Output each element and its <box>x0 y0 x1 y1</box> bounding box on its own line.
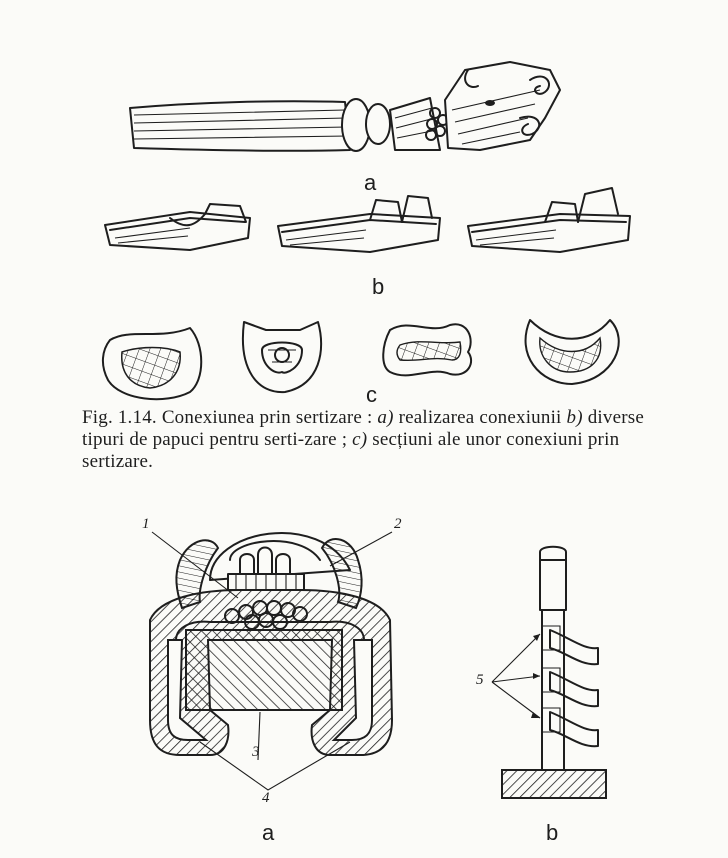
lug-type-3 <box>467 187 631 253</box>
figure-a-label: a <box>364 170 377 195</box>
figure-c-label: c <box>366 382 377 407</box>
caption-item-a-letter: a) <box>377 407 394 428</box>
caption-item-b-letter: b) <box>566 407 583 428</box>
section-3 <box>382 323 473 377</box>
section-4 <box>524 319 620 385</box>
crimp-connection-drawing <box>129 61 561 152</box>
caption-title: Conexiunea prin sertizare : <box>161 407 373 428</box>
lower-figure-a-label: a <box>262 820 275 845</box>
callout-4: 4 <box>262 790 270 806</box>
figure-b-label: b <box>372 274 385 299</box>
caption-item-c-text: secțiuni ale unor conexiuni prin sertiza… <box>82 429 620 472</box>
callout-3: 3 <box>252 744 260 760</box>
crimp-section-detail <box>149 531 394 791</box>
figure-caption: Fig. 1.14. Conexiunea prin sertizare : a… <box>82 407 672 473</box>
terminal-post-drawing <box>491 545 607 799</box>
caption-item-c-letter: c) <box>352 429 368 450</box>
section-2 <box>241 321 323 394</box>
callout-5: 5 <box>476 672 484 688</box>
caption-item-b-text: diverse tipuri de papuci pentru serti-za… <box>82 407 644 450</box>
caption-item-a-text: realizarea conexiunii <box>398 407 562 428</box>
callout-1: 1 <box>142 516 150 532</box>
lower-figure-b-label: b <box>546 820 559 845</box>
caption-number: Fig. 1.14. <box>82 407 157 428</box>
lug-type-1 <box>104 203 251 251</box>
lug-type-2 <box>277 195 441 253</box>
section-1 <box>102 327 203 401</box>
callout-2: 2 <box>394 516 402 532</box>
